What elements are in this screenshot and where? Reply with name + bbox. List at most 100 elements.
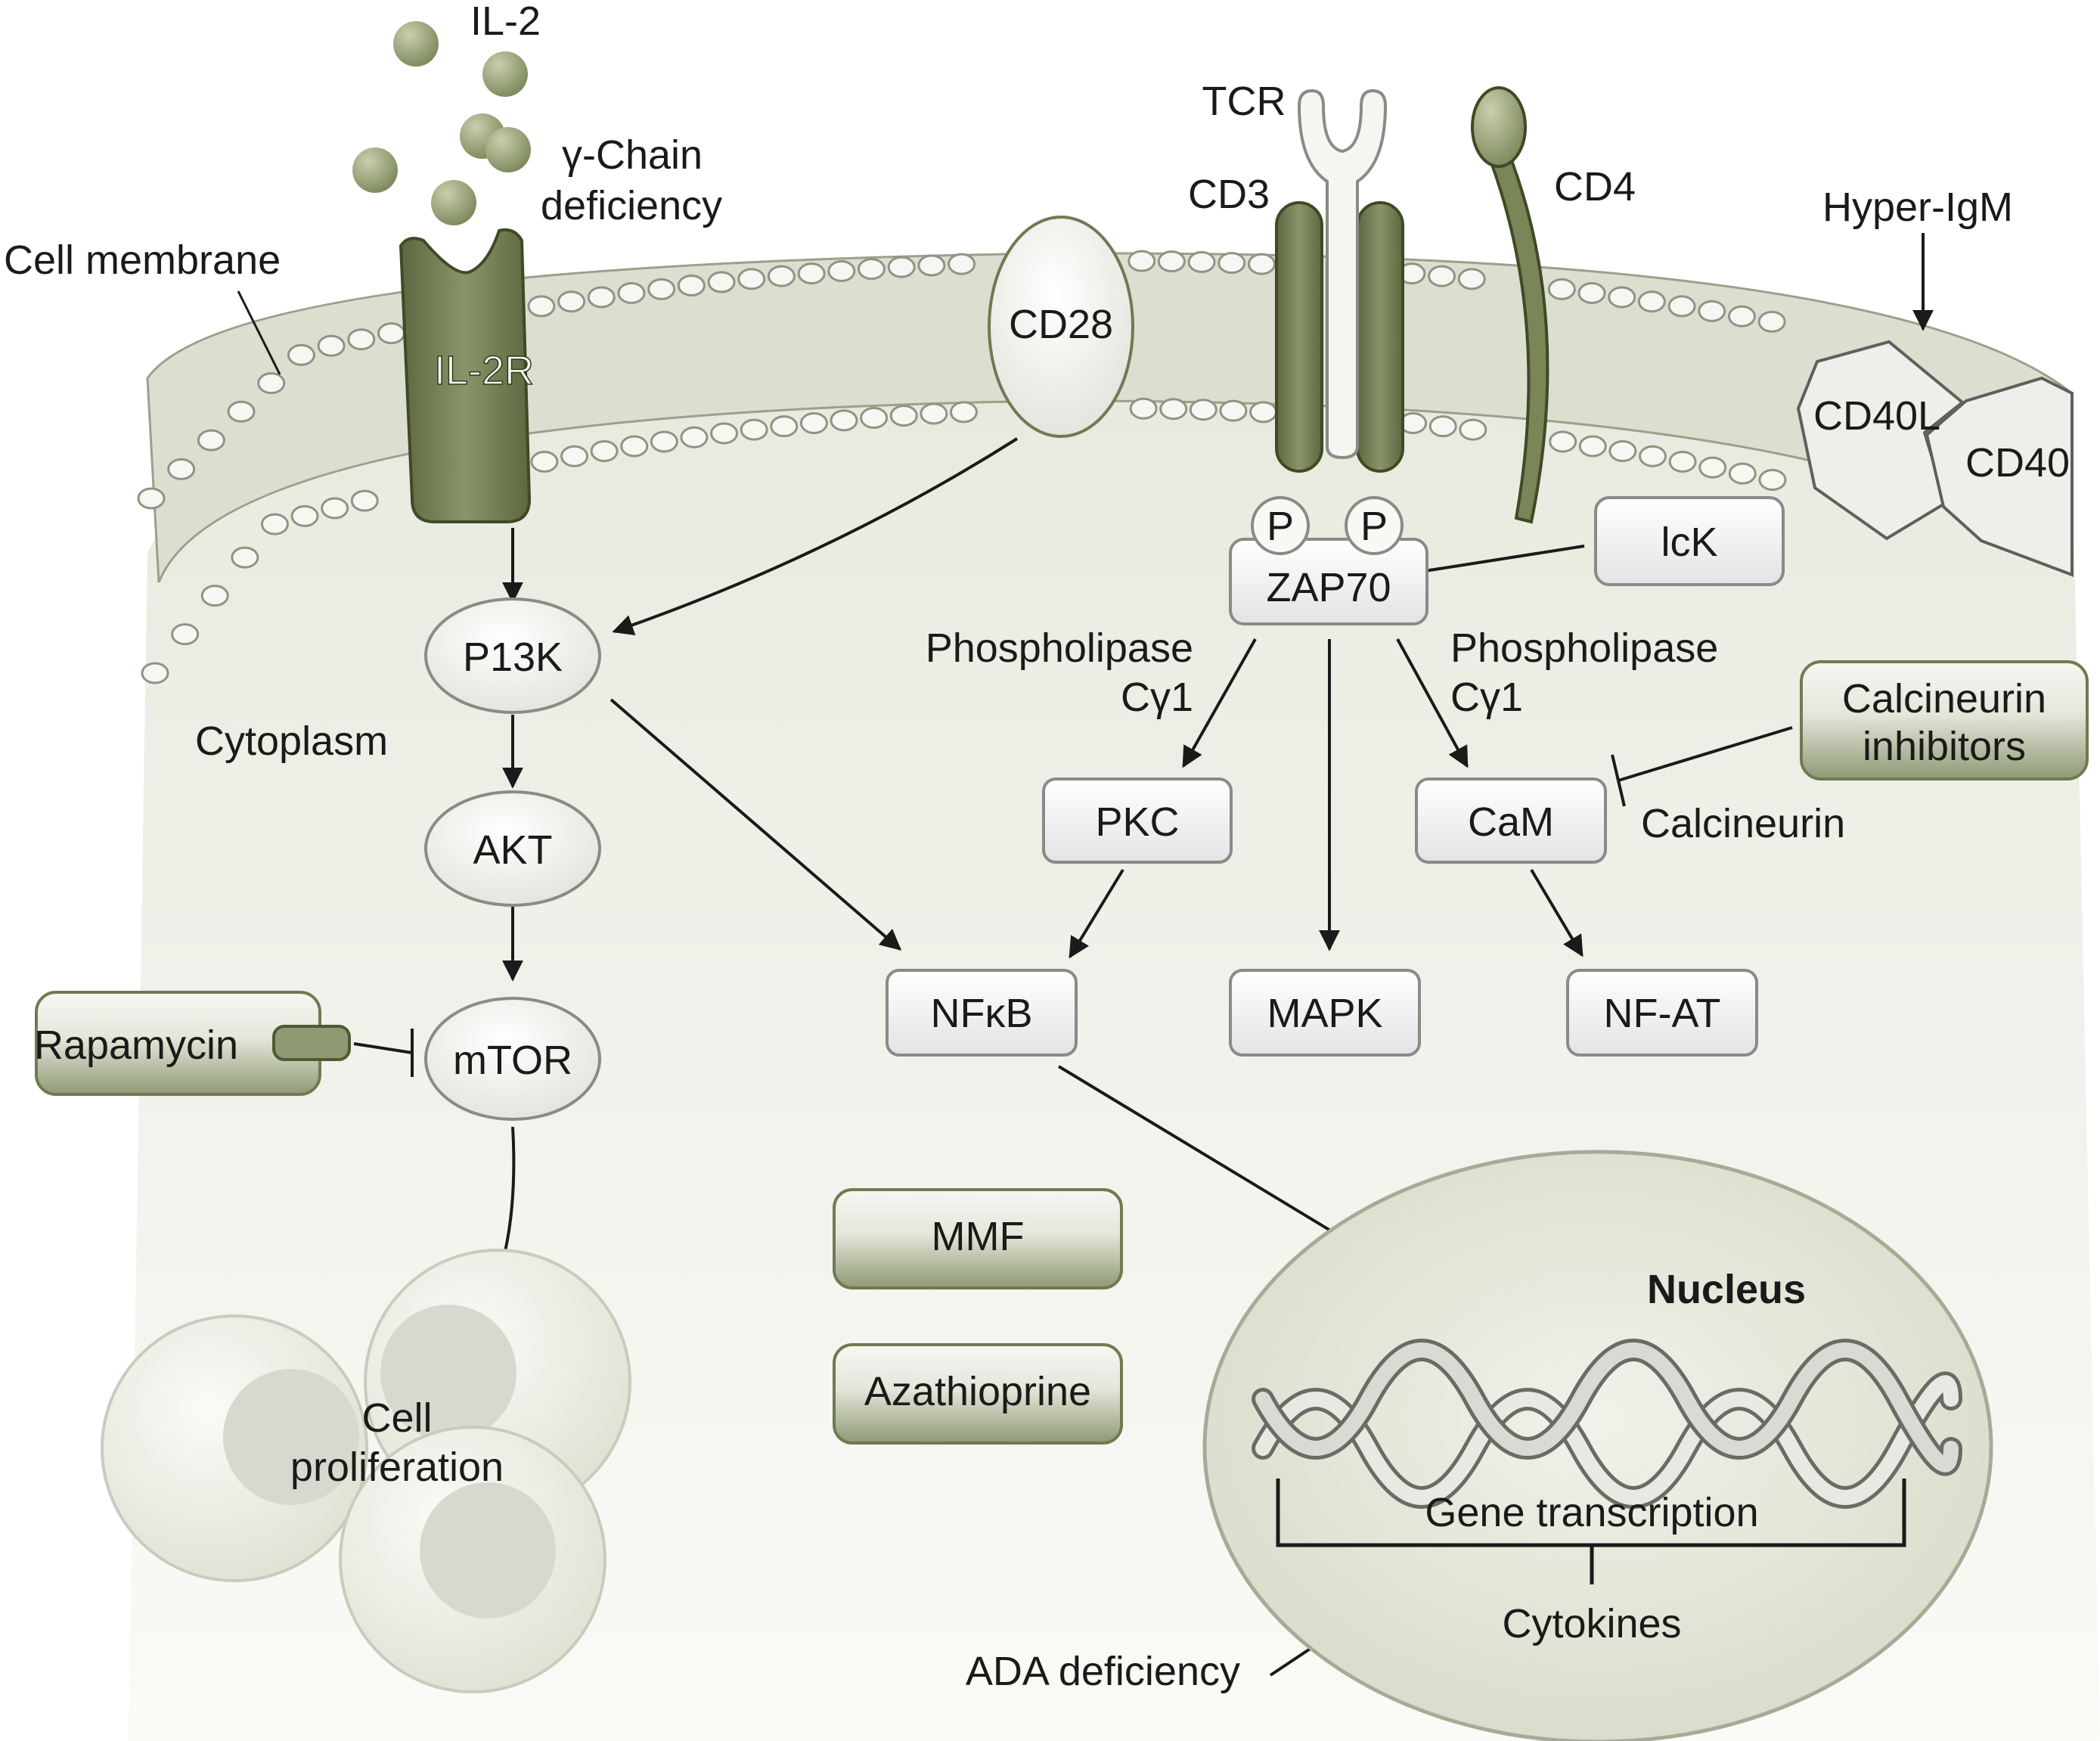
inhibit-rapamycin-mtor [353,1042,413,1054]
arrow-pkc-nfkb [1069,868,1124,959]
svg-text:AKT: AKT [473,827,552,873]
proliferating-cells [101,1249,631,1693]
lipid-head [231,546,259,569]
svg-text:CaM: CaM [1468,799,1554,845]
svg-text:NFκB: NFκB [931,991,1033,1036]
azathioprine-drug: Azathioprine [833,1343,1123,1445]
svg-text:Calcineurin: Calcineurin [1842,676,2046,722]
lipid-head [590,439,619,462]
mmf-drug: MMF [833,1188,1123,1289]
cd4-receptor [1489,161,1549,524]
nucleus-label: Nucleus [1647,1267,1806,1312]
lipid-head [827,259,856,282]
lipid-head [617,282,646,304]
svg-text:PKC: PKC [1095,799,1179,845]
cd40-protein [1925,376,2074,577]
lipid-head [350,489,379,512]
lipid-head [1547,278,1576,300]
mapk-node: MAPK [1229,969,1421,1057]
gene-transcription-label: Gene transcription [1425,1490,1758,1535]
cd4-label: CD4 [1554,164,1636,209]
hyper-igm-label: Hyper-IgM [1822,185,2013,230]
svg-text:P: P [1267,504,1294,549]
cd4-head [1471,86,1527,168]
arrow-lck-zap70 [1398,545,1585,582]
lck-node: lcK [1594,496,1785,586]
lipid-head [1727,305,1756,327]
lipid-head [1668,451,1697,473]
lipid-head [290,504,319,527]
calcineurin-label: Calcineurin [1641,801,1845,846]
phospholipase-right-label: Phospholipase [1450,625,1718,671]
arrow-cam-nfat [1530,868,1584,957]
nucleus [1202,1150,1993,1741]
zap70-node: ZAP70 [1229,538,1428,625]
lipid-head [949,401,978,424]
lipid-head [167,458,196,480]
phosphate-left: P [1251,496,1310,555]
lipid-head [347,328,376,351]
lipid-head [858,258,886,281]
lipid-head [1698,299,1726,322]
lipid-head [1758,469,1787,492]
lipid-head [620,435,649,458]
tcr-receptor [1297,88,1388,460]
mtor-node: mTOR [424,997,601,1121]
lipid-head [560,445,589,467]
lipid-head [321,497,349,520]
lipid-head [317,334,346,357]
cd28-label: CD28 [1009,302,1113,347]
lipid-head [830,409,858,432]
svg-text:NF-AT: NF-AT [1604,991,1721,1036]
lipid-head [797,262,826,285]
p13k-node: P13K [424,597,601,714]
il2-particles [352,21,531,225]
svg-text:lcK: lcK [1661,520,1717,565]
lipid-head [1608,286,1636,309]
lipid-head [1608,439,1637,462]
cell-proliferation-label: Cell [361,1395,432,1441]
lipid-head [1218,252,1246,275]
lipid-head [137,487,166,510]
svg-text:MMF: MMF [932,1214,1025,1259]
cell-membrane-pointer [237,290,281,375]
arrow-cd28-p13k [612,437,1019,635]
cell-proliferation-label-line2: proliferation [290,1445,504,1490]
lipid-head [1428,415,1457,438]
lipid-head [737,268,766,290]
cd3-left-chain [1275,201,1323,473]
rapamycin-drug: Rapamycin [34,991,351,1096]
lipid-head [860,407,889,429]
lipid-head [200,585,229,607]
gamma-chain-label: γ-Chain [562,132,703,178]
lipid-head [677,275,706,297]
lipid-head [197,429,225,452]
phospholipase-left-cgamma1: Cγ1 [1121,675,1193,720]
lipid-head [1638,445,1667,467]
lipid-head [917,254,946,277]
lipid-head [1549,430,1577,453]
svg-text:Rapamycin: Rapamycin [34,1023,238,1068]
phospholipase-left-label: Phospholipase [926,625,1193,671]
cd3-label: CD3 [1188,172,1270,217]
lipid-head [1667,295,1696,318]
arrow-p13k-nfkb [610,698,902,951]
svg-text:MAPK: MAPK [1267,991,1382,1036]
lipid-head [1698,456,1727,479]
dna-helix [1252,1339,1962,1509]
lipid-head [1457,268,1486,290]
ada-deficiency-label: ADA deficiency [966,1649,1240,1694]
lipid-head [377,322,405,345]
phosphate-right: P [1345,496,1404,555]
svg-text:mTOR: mTOR [453,1038,572,1083]
cell-membrane-label: Cell membrane [4,237,281,283]
arrow-zap70-pkc [1182,638,1257,768]
il2-label: IL-2 [470,0,541,44]
lipid-head [1757,310,1786,333]
lipid-head [1219,399,1248,422]
cd40-label: CD40 [1965,440,2070,486]
tcr-label: TCR [1202,79,1286,124]
il2r-label: IL-2R [434,348,534,393]
lipid-head [1428,265,1456,287]
